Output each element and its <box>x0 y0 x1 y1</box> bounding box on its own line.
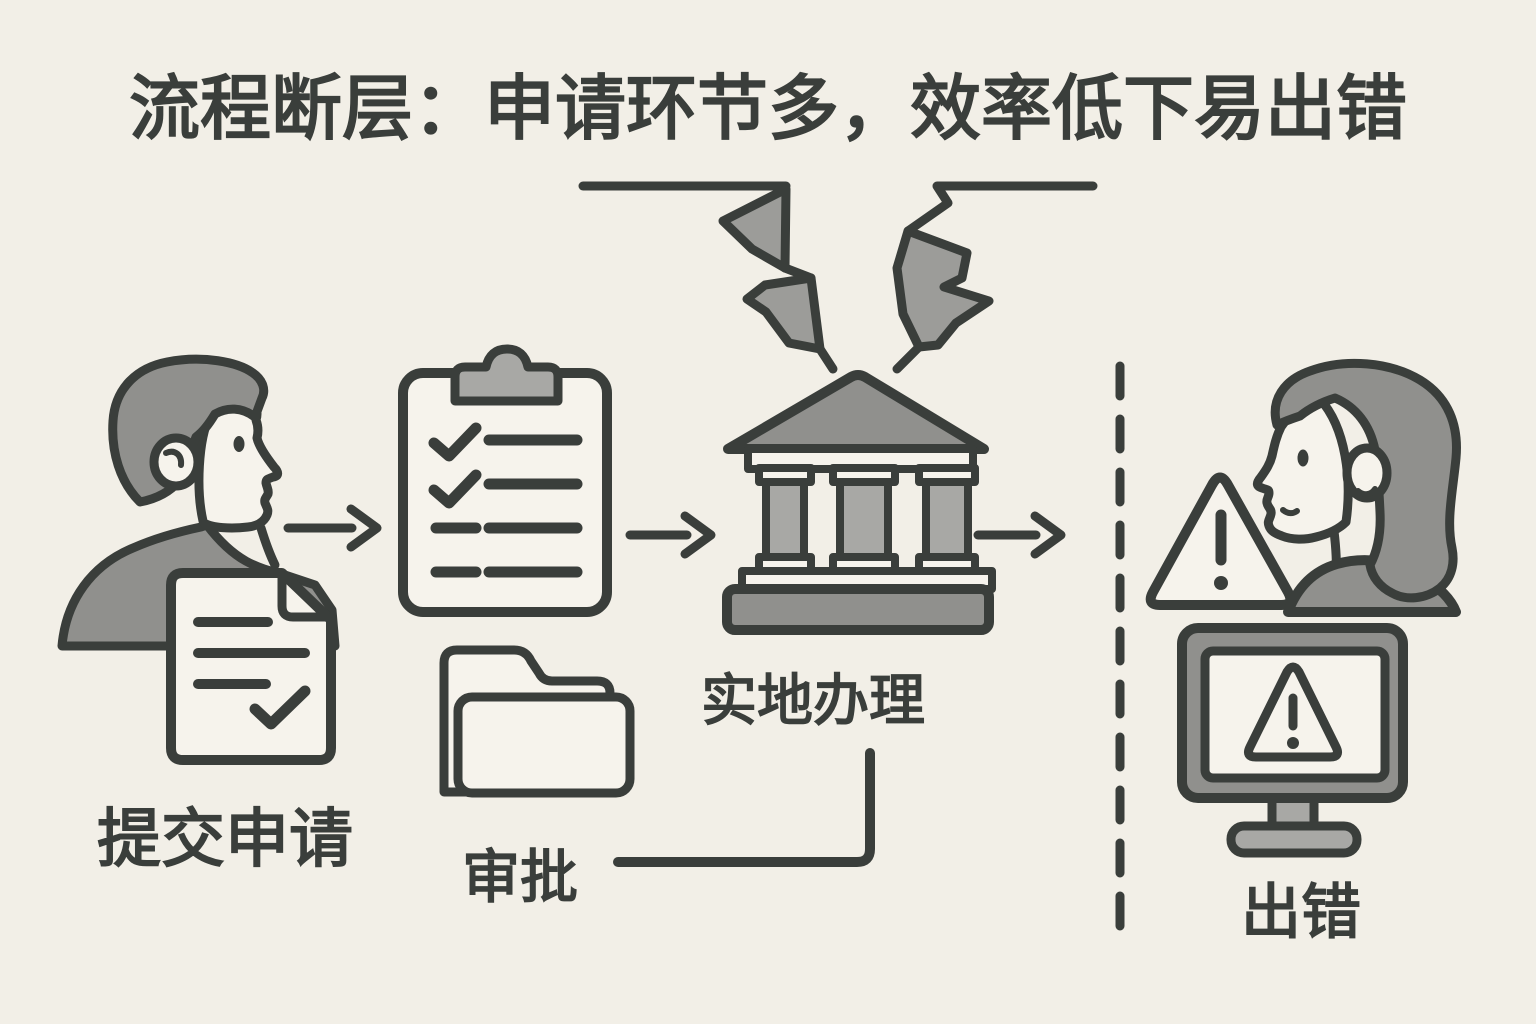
man-face <box>194 393 283 533</box>
folder-icon <box>439 645 635 798</box>
arrow-head <box>680 511 716 559</box>
arrow-head <box>346 504 382 552</box>
monitor-stand-base <box>1226 821 1362 858</box>
step-label-error: 出错 <box>1241 879 1361 946</box>
bank-building-icon <box>722 370 996 635</box>
checklist-check <box>428 469 482 509</box>
bank-column <box>922 478 972 561</box>
woman-ear <box>1342 443 1392 503</box>
arrow-right-icon <box>973 511 1066 559</box>
document-fold-corner <box>277 571 332 622</box>
woman-hair <box>1270 358 1461 603</box>
folder-front <box>453 692 635 798</box>
document-sheet <box>166 568 336 765</box>
bank-column <box>762 478 808 561</box>
fracture-crack-icon <box>578 181 1098 374</box>
crack-tip <box>815 344 838 374</box>
man-eye <box>233 436 245 452</box>
crack-shard <box>892 226 994 352</box>
woman-ear-inner <box>1355 486 1378 498</box>
crack-tip <box>892 342 924 374</box>
checklist-clipboard-icon <box>398 344 612 617</box>
crack-shard <box>742 273 825 354</box>
woman-mouth <box>1280 507 1300 517</box>
error-monitor-icon <box>1177 623 1408 858</box>
broken-line-right <box>903 181 1098 236</box>
checklist-check <box>428 422 482 462</box>
elbow-connector-line <box>613 748 875 867</box>
man-neck-line <box>256 523 280 570</box>
step-label-approval: 审批 <box>461 845 579 910</box>
diagram-title: 流程断层：申请环节多，效率低下易出错 <box>128 70 1408 149</box>
man-ear-inner <box>163 448 185 468</box>
woman-profile-icon <box>1252 358 1461 617</box>
step-label-onsite: 实地办理 <box>701 669 925 732</box>
screen-exclamation-dot <box>1287 737 1299 749</box>
bank-column <box>836 478 892 561</box>
crack-shard <box>718 184 791 273</box>
bank-plinth <box>722 584 994 635</box>
man-ear <box>149 433 203 491</box>
arrow-right-icon <box>625 511 716 559</box>
arrow-head <box>1030 511 1066 559</box>
arrow-right-icon <box>283 504 382 552</box>
step-label-submit: 提交申请 <box>97 803 353 875</box>
clipboard-clip <box>450 344 563 406</box>
application-document-icon <box>166 568 336 765</box>
woman-eye <box>1297 449 1309 467</box>
warning-exclamation-dot <box>1214 576 1228 590</box>
bank-roof <box>723 370 989 454</box>
document-checkmark <box>249 685 311 730</box>
woman-face <box>1252 394 1353 544</box>
